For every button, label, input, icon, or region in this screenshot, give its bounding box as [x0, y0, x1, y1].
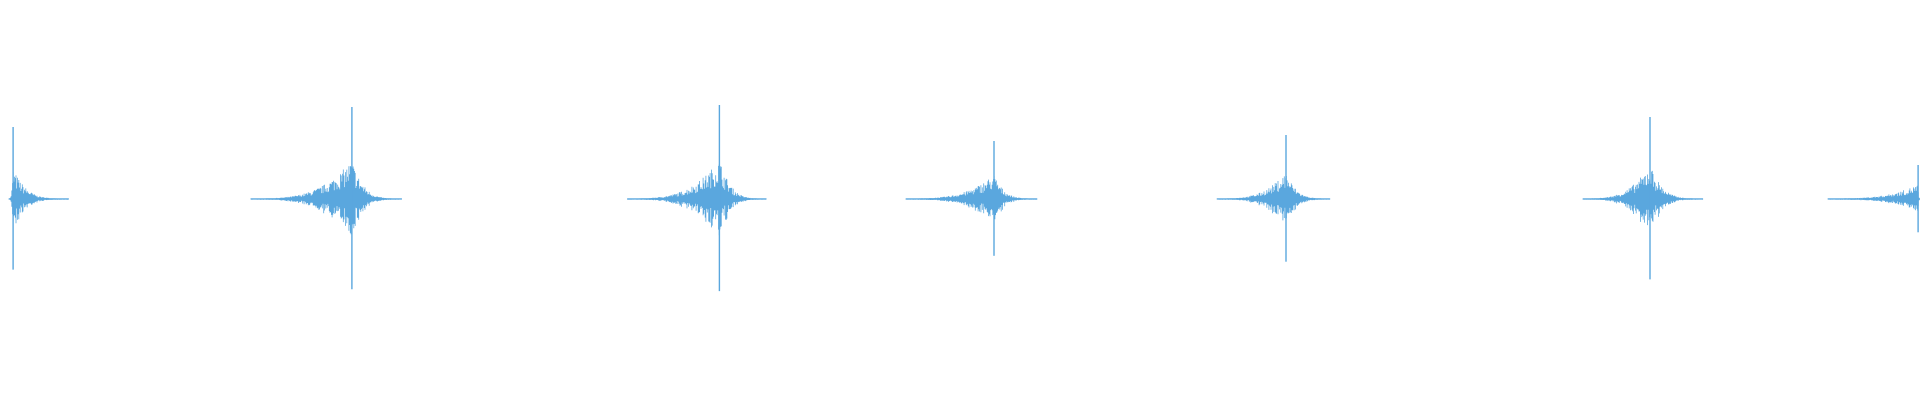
waveform-burst — [1582, 117, 1704, 280]
waveform-envelope — [627, 164, 767, 236]
waveform-envelope — [1582, 170, 1704, 226]
waveform-envelope — [250, 166, 402, 235]
waveform-burst — [905, 141, 1038, 256]
waveform-burst — [1827, 165, 1920, 233]
waveform-envelope — [1216, 176, 1331, 221]
waveform-envelope — [905, 176, 1038, 220]
waveform-burst — [627, 105, 767, 292]
waveform-envelope — [8, 172, 69, 224]
waveform-burst — [250, 107, 402, 290]
waveform-envelope — [1827, 185, 1920, 211]
waveform-burst — [1216, 135, 1331, 262]
waveform-burst — [8, 127, 69, 270]
waveform-bursts — [8, 105, 1920, 292]
